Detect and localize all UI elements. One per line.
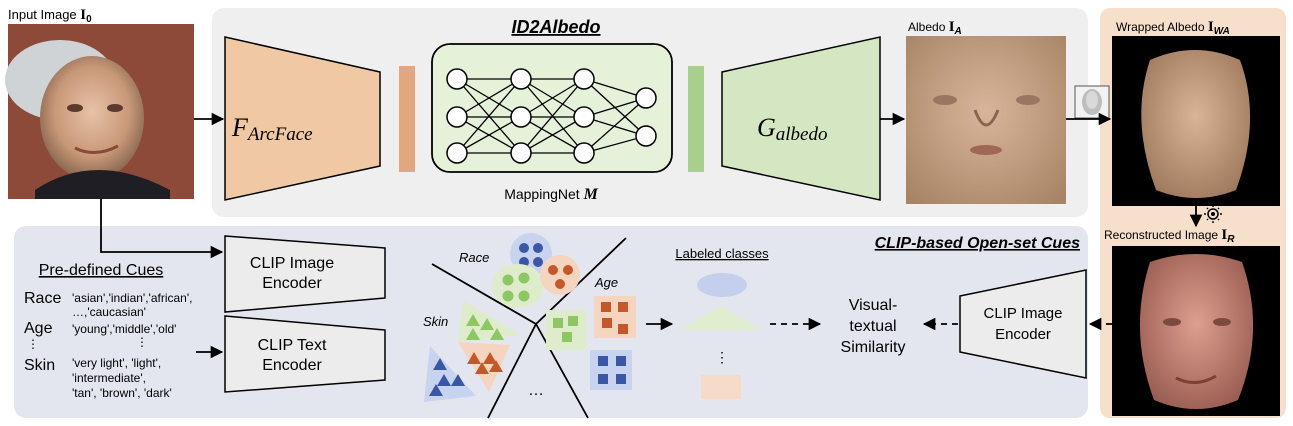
albedo-latent-bar: [688, 66, 704, 172]
cue-more-values: ⋮: [136, 335, 148, 349]
clip-image-encoder-right: [959, 269, 1087, 379]
wrapped-albedo-face: [1141, 50, 1251, 198]
light-icon: [1204, 205, 1222, 223]
skin-cluster-label: Skin: [423, 314, 448, 329]
wrapped-albedo-label: Wrapped Albedo IWA: [1116, 19, 1230, 37]
race-cluster-green: [492, 264, 544, 308]
albedo-label: Albedo IA: [908, 19, 962, 37]
cue-skin-values-1: 'very light', 'light',: [72, 356, 161, 370]
clip-image-encoder-right-line1: CLIP Image: [984, 305, 1063, 322]
clip-text-encoder-line1: CLIP Text: [258, 337, 327, 354]
nn-node: [635, 87, 657, 109]
nn-node: [510, 106, 532, 128]
more-clusters-ellipsis: …: [528, 382, 544, 399]
nn-node: [635, 125, 657, 147]
nn-edge: [520, 78, 585, 154]
cue-skin-values-3: 'tan', 'brown', 'dark': [72, 386, 172, 400]
recon-left-eye: [1163, 318, 1181, 326]
cue-skin-name: Skin: [24, 357, 55, 374]
similarity-line3: Similarity: [841, 339, 906, 356]
arrow-input-to-clip-image: [100, 199, 224, 259]
nn-edge: [456, 78, 522, 118]
embedding-space: Race Age Skin …: [423, 233, 636, 419]
recon-right-eye: [1213, 318, 1231, 326]
cue-more-name: ⋮: [27, 337, 39, 351]
nn-edge: [456, 116, 522, 154]
race-cluster-label: Race: [459, 250, 489, 265]
clip-image-encoder-right-line2: Encoder: [995, 326, 1051, 343]
mapping-net-label: MappingNet M: [504, 186, 598, 203]
identity-feature-bar: [399, 66, 415, 172]
cue-age-values: 'young','middle','old': [72, 322, 176, 336]
nn-edge: [583, 78, 647, 99]
labeled-classes-title: Labeled classes: [675, 246, 769, 261]
input-image: [5, 24, 194, 199]
clip-image-encoder-line2: Encoder: [262, 275, 322, 292]
similarity-line2: textual: [849, 318, 896, 335]
cue-race-name: Race: [24, 290, 61, 307]
nn-node: [573, 68, 595, 90]
nn-edge: [583, 116, 647, 137]
age-cluster-green: [546, 310, 586, 350]
clip-text-encoder-line2: Encoder: [262, 357, 322, 374]
reconstructed-face: [1139, 254, 1254, 409]
nn-edge: [520, 116, 585, 154]
mapping-net-graph: [446, 68, 657, 164]
race-cluster-orange: [540, 255, 580, 295]
reconstructed-label: Reconstructed Image IR: [1104, 227, 1235, 245]
cue-skin-values-2: 'intermediate',: [72, 371, 146, 385]
albedo-decoder: [721, 36, 881, 201]
nn-edge: [456, 78, 522, 154]
class-race-ellipse: [697, 273, 747, 297]
partition-line-2: [487, 323, 537, 419]
nn-edge: [583, 97, 647, 154]
age-cluster-label: Age: [594, 275, 618, 290]
cue-age-name: Age: [24, 320, 53, 337]
age-cluster-orange: [594, 296, 636, 338]
cues-title: Pre-defined Cues: [39, 262, 164, 279]
arcface-encoder-label: FArcFace: [231, 113, 313, 145]
albedo-decoder-label: Galbedo: [757, 113, 828, 145]
class-skin-triangle: [680, 306, 762, 330]
labeled-classes-dots: ⋮: [715, 349, 729, 365]
clip-image-encoder-line1: CLIP Image: [250, 255, 334, 272]
partition-line-3: [535, 323, 589, 419]
class-age-rect: [701, 375, 741, 399]
nn-edge: [583, 97, 647, 118]
recon-mouth: [1175, 374, 1217, 384]
arcface-encoder: [224, 36, 381, 201]
nn-node: [573, 106, 595, 128]
open-set-title: CLIP-based Open-set Cues: [875, 235, 1080, 252]
mapping-net-box: [431, 43, 673, 173]
input-label: Input Image I0: [8, 7, 92, 25]
nn-node: [510, 142, 532, 164]
id2albedo-title: ID2Albedo: [511, 17, 600, 37]
nn-node: [573, 142, 595, 164]
nn-node: [446, 68, 468, 90]
clip-text-encoder: [224, 315, 386, 393]
nn-node: [446, 142, 468, 164]
nn-node: [446, 106, 468, 128]
cue-race-values-1: 'asian','indian','african',: [72, 291, 192, 305]
mesh-icon: [1074, 85, 1110, 119]
similarity-line1: Visual-: [849, 297, 898, 314]
albedo-image: [906, 36, 1066, 204]
nn-node: [510, 68, 532, 90]
nn-edge: [520, 78, 585, 118]
clip-image-encoder: [224, 235, 386, 313]
cue-race-values-2: …,'caucasian': [72, 305, 146, 319]
